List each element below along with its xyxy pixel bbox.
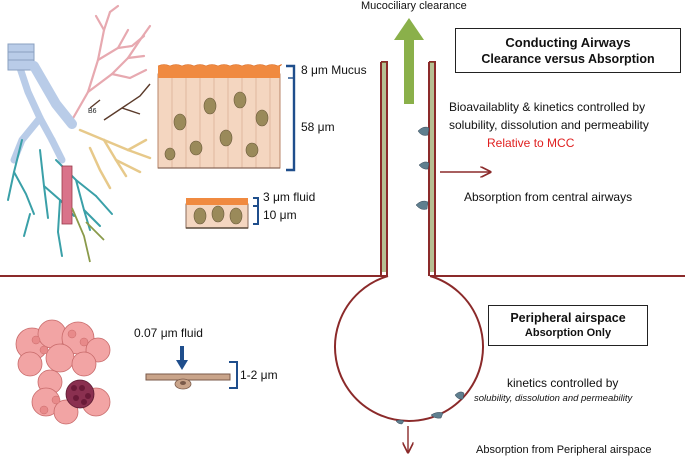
particle-icon xyxy=(454,391,465,400)
fluid-thickness-label: 3 μm fluid xyxy=(263,190,316,204)
particle-icon xyxy=(415,200,429,210)
absorption-peripheral-label: Absorption from Peripheral airspace xyxy=(476,444,652,456)
particle-icon xyxy=(417,126,430,136)
membrane-thickness-label: 1-2 μm xyxy=(240,368,278,382)
short-epithelium-thickness-label: 10 μm xyxy=(263,208,297,222)
mucociliary-clearance-label: Mucociliary clearance xyxy=(361,0,467,12)
bioavailability-line2: solubility, dissolution and permeability xyxy=(449,118,649,132)
particle-icon xyxy=(430,412,444,419)
mucus-thickness-bracket xyxy=(286,64,296,172)
alveolar-membrane-illustration xyxy=(145,373,231,390)
fluid-arrow xyxy=(176,346,188,370)
relative-to-mcc-label: Relative to MCC xyxy=(487,136,575,150)
conducting-epithelium-illustration xyxy=(157,64,282,169)
bronchus-label: B6 xyxy=(88,108,97,115)
particle-icon xyxy=(395,419,405,425)
alveolar-fluid-label: 0.07 μm fluid xyxy=(134,326,203,340)
absorption-central-label: Absorption from central airways xyxy=(464,190,633,204)
mucus-thickness-label: 8 μm Mucus xyxy=(301,63,367,77)
particle-icon xyxy=(418,161,430,170)
short-epithelium-illustration xyxy=(185,198,249,229)
alveoli-illustration xyxy=(15,319,111,425)
particles xyxy=(395,126,465,425)
mucociliary-arrow xyxy=(394,18,424,104)
airway-tube xyxy=(0,61,685,422)
conducting-airways-box: Conducting Airways Clearance versus Abso… xyxy=(455,28,681,73)
peripheral-airspace-title: Peripheral airspace xyxy=(510,311,626,325)
fluid-thickness-bracket xyxy=(253,197,259,225)
membrane-thickness-bracket xyxy=(229,361,238,389)
peripheral-airspace-subtitle: Absorption Only xyxy=(524,327,612,339)
conducting-airways-subtitle: Clearance versus Absorption xyxy=(481,52,655,66)
kinetics-line2: solubility, dissolution and permeability xyxy=(474,393,633,404)
bronchial-tree-illustration: B6 xyxy=(7,4,152,263)
kinetics-line1: kinetics controlled by xyxy=(507,376,619,390)
conducting-airways-title: Conducting Airways xyxy=(505,35,631,50)
epithelium-thickness-label: 58 μm xyxy=(301,120,335,134)
peripheral-airspace-box: Peripheral airspace Absorption Only xyxy=(488,305,648,346)
bioavailability-line1: Bioavailablity & kinetics controlled by xyxy=(449,100,646,114)
